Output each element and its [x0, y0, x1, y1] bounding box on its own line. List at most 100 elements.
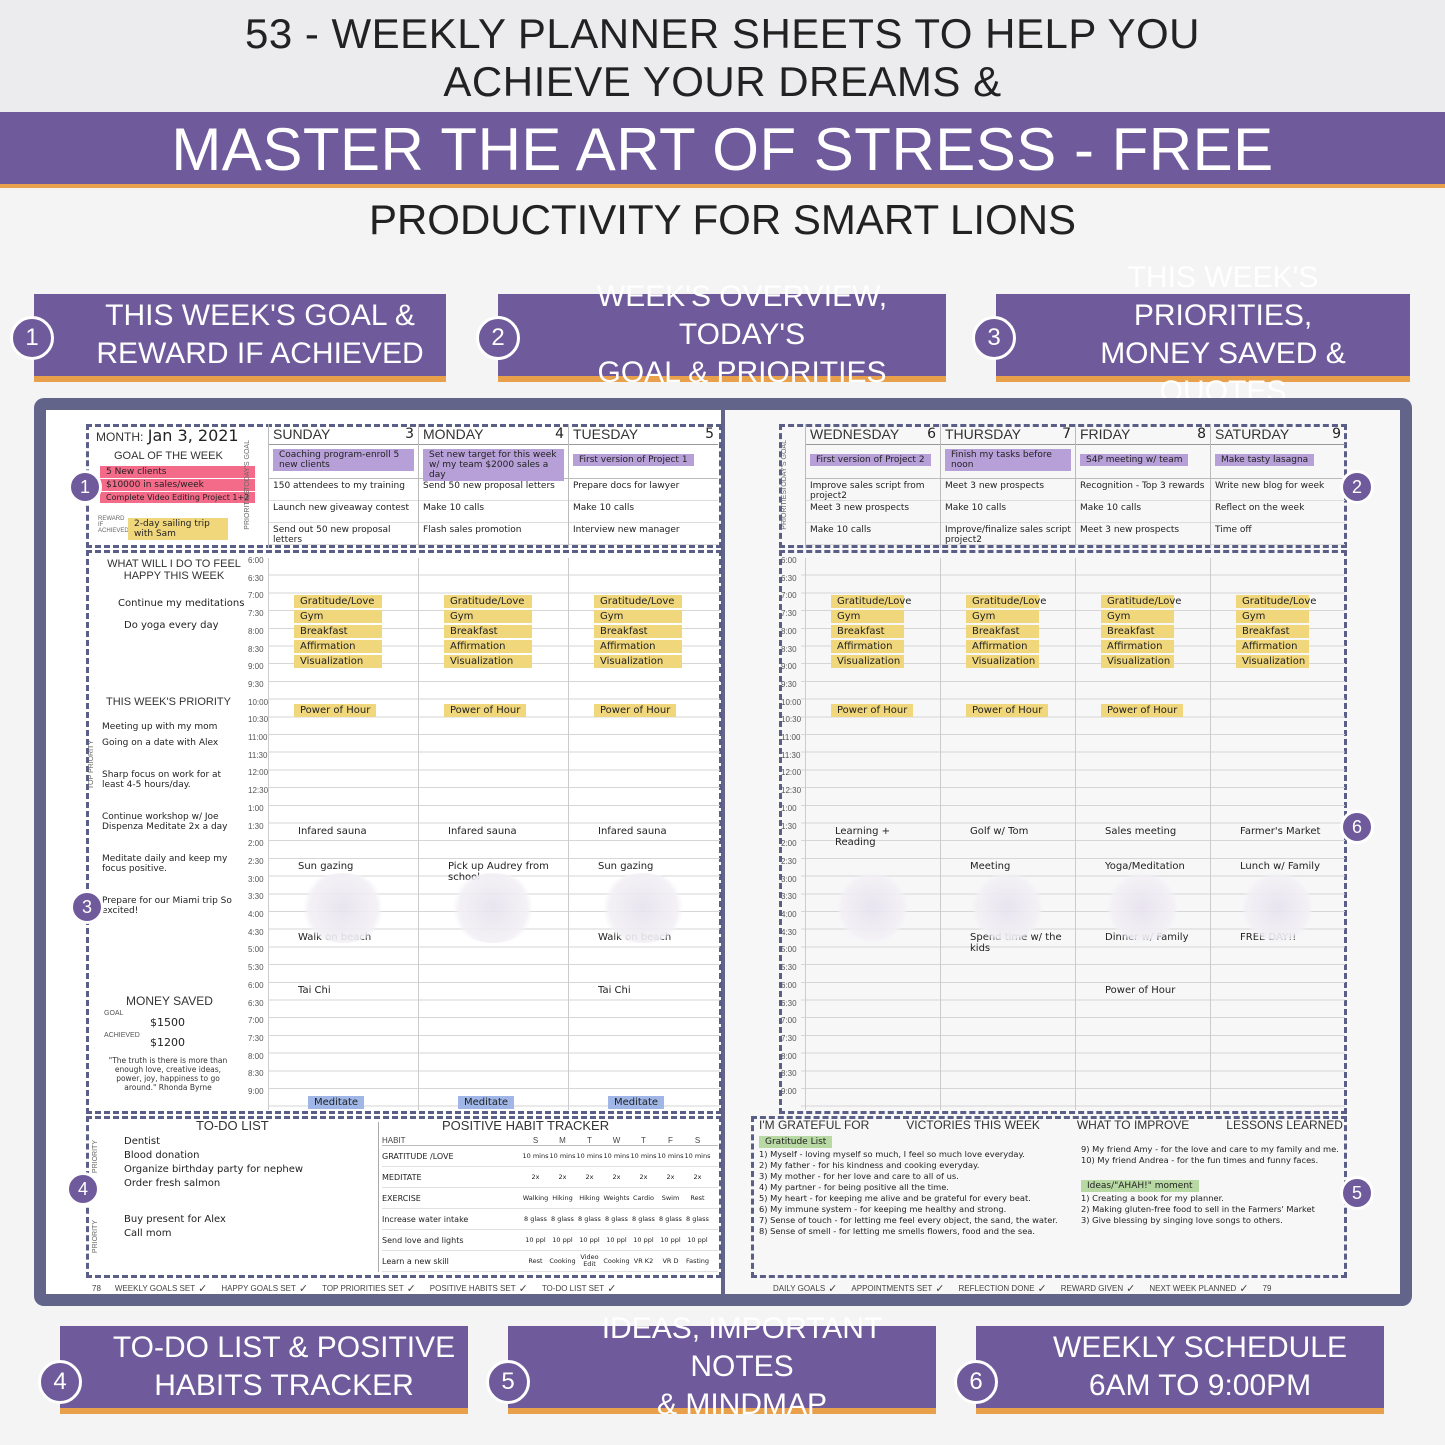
time-label: 6:00 — [781, 980, 797, 990]
priority-item: Prepare docs for lawyer — [569, 479, 718, 501]
habit-cell[interactable]: 2x — [531, 1172, 540, 1181]
footer-check-item[interactable]: REWARD GIVEN✓ — [1061, 1282, 1136, 1295]
goal-text: Make tasty lasagna — [1215, 454, 1315, 466]
todays-goal: Set new target for this week w/ my team … — [419, 445, 568, 481]
habit-cell[interactable]: 8 glass — [686, 1214, 709, 1223]
todo-item[interactable]: Organize birthday party for nephew — [124, 1164, 304, 1175]
habit-cell[interactable]: 10 mins — [657, 1151, 684, 1160]
priority-item: Flash sales promotion — [419, 523, 568, 545]
habit-cell[interactable]: 2x — [639, 1172, 648, 1181]
routine-slot: Gratitude/Love — [1236, 595, 1316, 609]
habit-cell[interactable]: 8 glass — [551, 1214, 574, 1223]
habit-cell[interactable]: Walking — [522, 1193, 549, 1202]
habit-name: MEDITATE — [382, 1172, 422, 1182]
month-label: MONTH: — [96, 430, 144, 444]
habit-cell[interactable]: VR D — [662, 1256, 679, 1265]
habit-cell[interactable]: 10 mins — [549, 1151, 576, 1160]
habit-day: T — [587, 1136, 592, 1145]
todo-item[interactable]: Blood donation — [124, 1150, 200, 1161]
priority-item: Reflect on the week — [1211, 501, 1345, 523]
todo-item[interactable]: Order fresh salmon — [124, 1178, 221, 1189]
footer-check-item[interactable]: TO-DO LIST SET✓ — [542, 1282, 617, 1295]
footer-check-item[interactable]: POSITIVE HABITS SET✓ — [430, 1282, 528, 1295]
routine-slot: Affirmation — [966, 640, 1039, 654]
footer-check-label: DAILY GOALS — [773, 1284, 826, 1293]
priority-item: Meet 3 new prospects — [941, 479, 1075, 501]
habit-cell[interactable]: Rest — [690, 1193, 705, 1202]
todo-item[interactable]: Buy present for Alex — [124, 1214, 226, 1225]
marker-2: 2 — [1340, 470, 1374, 504]
footer-check-item[interactable]: NEXT WEEK PLANNED✓ — [1149, 1282, 1248, 1295]
habit-cell[interactable]: 10 ppl — [687, 1235, 708, 1244]
footer-check-item[interactable]: APPOINTMENTS SET✓ — [851, 1282, 944, 1295]
todo-item[interactable]: Dentist — [124, 1136, 161, 1147]
habit-cell[interactable]: Video Edit — [580, 1253, 599, 1268]
reflection-header: WHAT TO IMPROVE — [1076, 1118, 1190, 1132]
feature-4-badge: 4 — [38, 1360, 82, 1404]
day-name: MONDAY — [423, 426, 484, 442]
habit-cell[interactable]: 2x — [558, 1172, 567, 1181]
habit-cell[interactable]: 10 ppl — [660, 1235, 681, 1244]
routine-slot: Gym — [294, 610, 382, 624]
habit-cell[interactable]: VR K2 — [633, 1256, 654, 1265]
routine-slot: Gym — [444, 610, 532, 624]
habit-cell[interactable]: Cardio — [633, 1193, 654, 1202]
habit-cell[interactable]: 8 glass — [632, 1214, 655, 1223]
habit-cell[interactable]: 10 ppl — [606, 1235, 627, 1244]
grateful-line: 4) My partner - for being positive all t… — [759, 1182, 949, 1192]
footer-check-item[interactable]: WEEKLY GOALS SET✓ — [115, 1282, 207, 1295]
habit-cell[interactable]: Hiking — [579, 1193, 600, 1202]
time-label: 5:00 — [248, 945, 264, 955]
habit-cell[interactable]: 8 glass — [659, 1214, 682, 1223]
schedule-note: Yoga/Meditation — [1105, 860, 1185, 872]
habit-cell[interactable]: 10 mins — [576, 1151, 603, 1160]
todo-item[interactable]: Call mom — [124, 1228, 172, 1239]
habit-cell[interactable]: Rest — [528, 1256, 543, 1265]
reflection-header: VICTORIES THIS WEEK — [906, 1118, 1040, 1132]
habit-cell[interactable]: 10 mins — [603, 1151, 630, 1160]
footer-check-item[interactable]: REFLECTION DONE✓ — [959, 1282, 1047, 1295]
habit-cell[interactable]: 8 glass — [578, 1214, 601, 1223]
routine-slot: Breakfast — [966, 625, 1039, 639]
illustration — [1240, 872, 1315, 943]
habit-cell[interactable]: 10 mins — [684, 1151, 711, 1160]
habit-cell[interactable]: 2x — [666, 1172, 675, 1181]
habit-cell[interactable]: Cooking — [549, 1256, 576, 1265]
footer-check-item[interactable]: TOP PRIORITIES SET✓ — [322, 1282, 416, 1295]
habit-cell[interactable]: 2x — [693, 1172, 702, 1181]
habit-cell[interactable]: Hiking — [552, 1193, 573, 1202]
feature-3-line2: MONEY SAVED & QUOTES — [1100, 337, 1346, 408]
habit-cell[interactable]: 2x — [585, 1172, 594, 1181]
routine-slot: Breakfast — [1101, 625, 1174, 639]
time-label: 7:00 — [248, 1016, 264, 1026]
habit-cell[interactable]: Fasting — [685, 1256, 710, 1265]
habit-cell[interactable]: 2x — [612, 1172, 621, 1181]
goal-text: First version of Project 2 — [810, 454, 931, 466]
habit-cell[interactable]: 10 ppl — [552, 1235, 573, 1244]
habit-cell[interactable]: 10 ppl — [525, 1235, 546, 1244]
check-icon: ✓ — [198, 1283, 208, 1295]
habit-cell[interactable]: 8 glass — [605, 1214, 628, 1223]
habit-cell[interactable]: Weights — [603, 1193, 630, 1202]
idea-line: 2) Making gluten-free food to sell in th… — [1081, 1204, 1315, 1214]
reward-value: 2-day sailing trip with Sam — [128, 518, 228, 540]
habit-cell[interactable]: Cooking — [603, 1256, 630, 1265]
idea-line: 3) Give blessing by singing love songs t… — [1081, 1215, 1283, 1225]
priority-line: Going on a date with Alex — [102, 738, 219, 748]
routine-slot: Gratitude/Love — [966, 595, 1046, 609]
habit-cell[interactable]: 10 mins — [522, 1151, 549, 1160]
habit-cell[interactable]: 10 ppl — [579, 1235, 600, 1244]
habit-cell[interactable]: 10 mins — [630, 1151, 657, 1160]
routine-slot: Gym — [594, 610, 682, 624]
routine-slot: Visualization — [966, 655, 1039, 669]
habit-cell[interactable]: 10 ppl — [633, 1235, 654, 1244]
marker-4: 4 — [66, 1172, 100, 1206]
footer-check-item[interactable]: HAPPY GOALS SET✓ — [221, 1282, 308, 1295]
footer-check-item[interactable]: DAILY GOALS✓ — [773, 1282, 837, 1295]
habit-cell[interactable]: Swim — [661, 1193, 680, 1202]
habit-cell[interactable]: 8 glass — [524, 1214, 547, 1223]
routine-slot: Visualization — [594, 655, 682, 669]
